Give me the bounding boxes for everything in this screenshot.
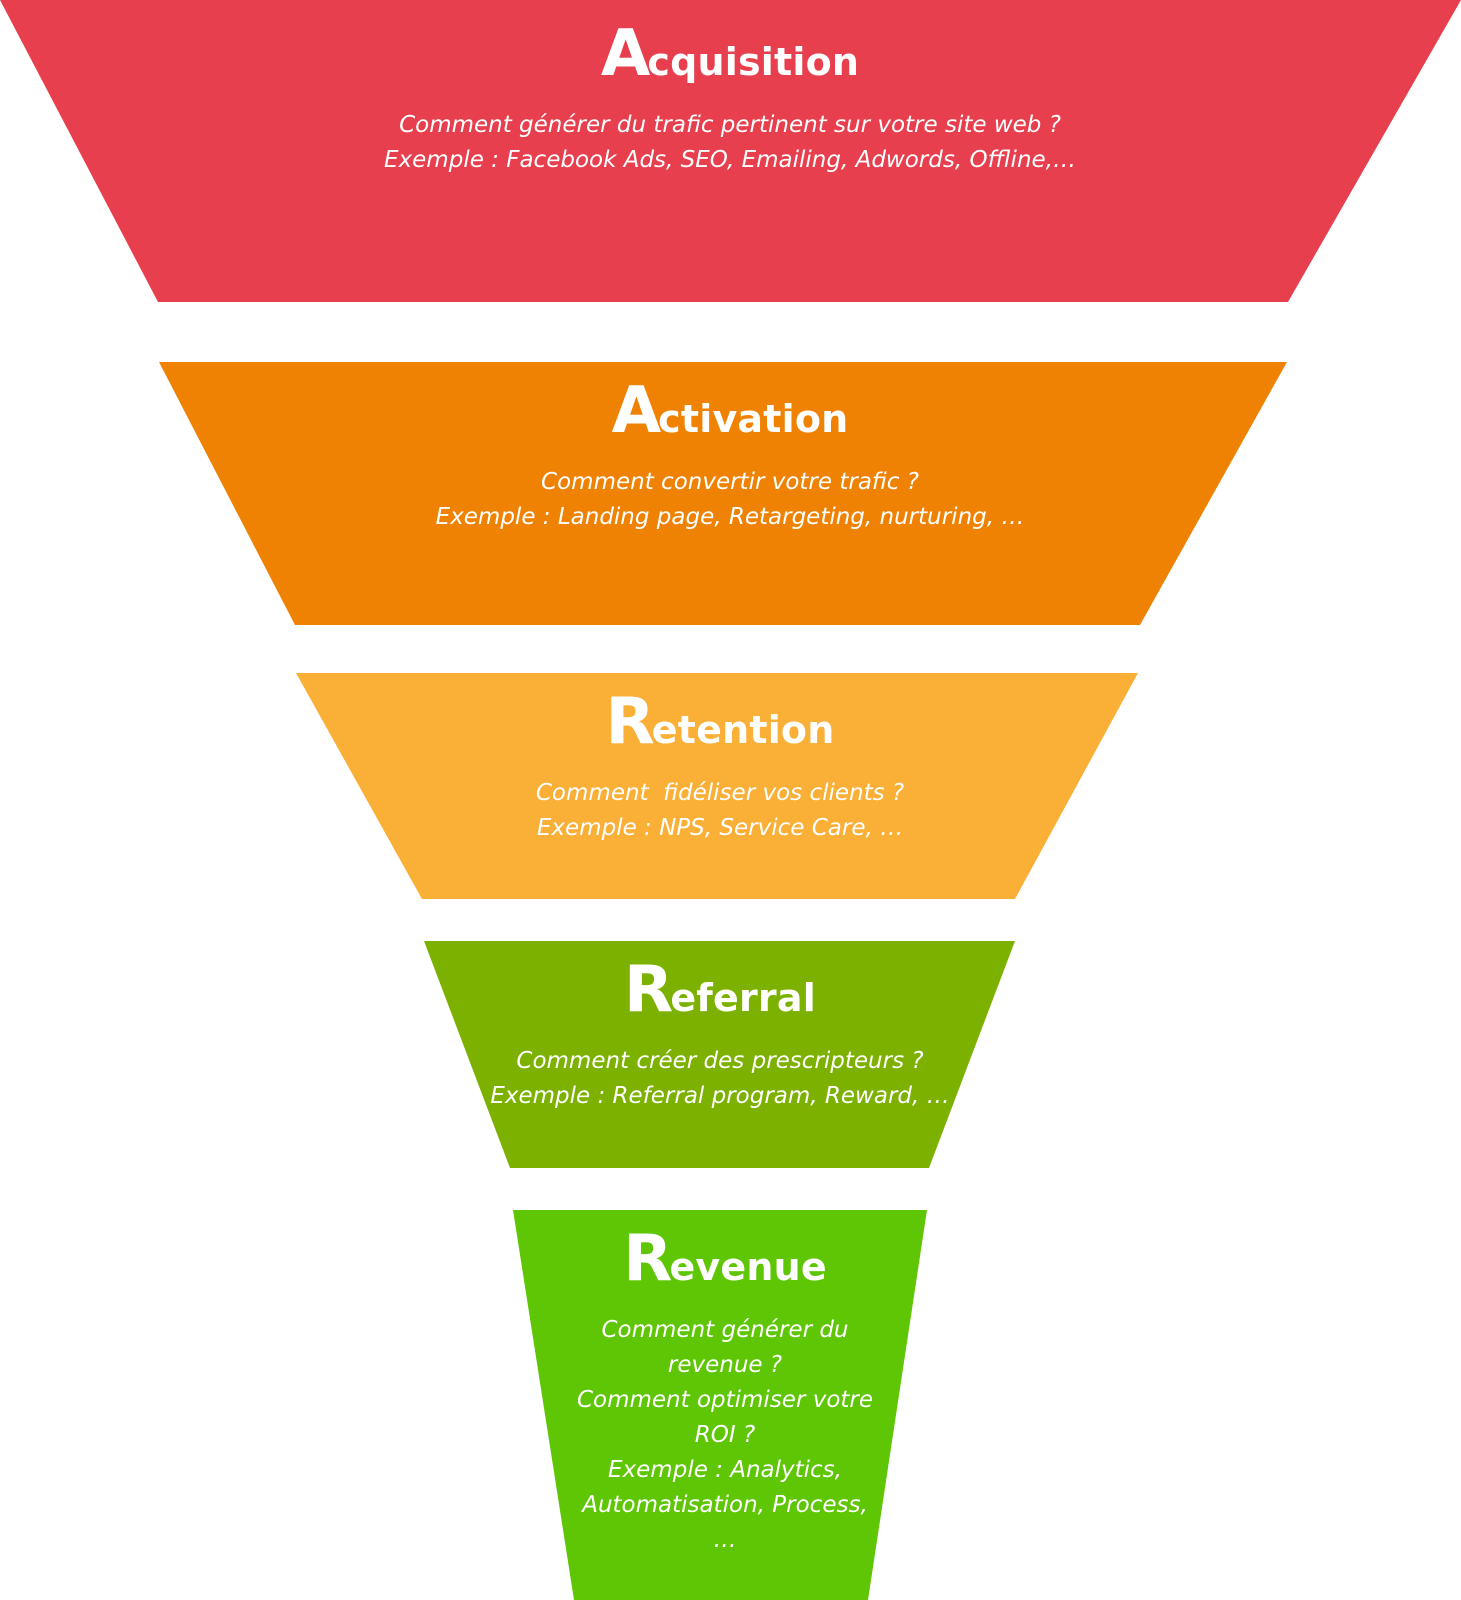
stage-retention-trapezoid <box>296 673 1138 899</box>
stage-referral-initial: R <box>624 953 673 1027</box>
stage-activation-description: Comment convertir votre trafic ? Exemple… <box>380 465 1080 535</box>
stage-revenue-line-7: … <box>713 1527 737 1553</box>
stage-activation-title-rest: ctivation <box>658 397 849 441</box>
stage-retention-text: Retention Comment fidéliser vos clients … <box>430 690 1010 846</box>
stage-acquisition-trapezoid <box>0 0 1461 302</box>
stage-retention-shape <box>296 673 1138 899</box>
stage-acquisition-initial: A <box>600 17 651 91</box>
stage-revenue-line-4: ROI ? <box>694 1422 756 1448</box>
stage-referral-description: Comment créer des prescripteurs ? Exempl… <box>470 1044 970 1114</box>
stage-acquisition-examples: Exemple : Facebook Ads, SEO, Emailing, A… <box>384 147 1076 173</box>
stage-activation-shape <box>159 362 1287 625</box>
stage-acquisition-shape <box>0 0 1461 302</box>
stage-revenue-shape <box>513 1210 927 1600</box>
stage-referral-title: Referral <box>470 958 970 1022</box>
stage-referral-examples: Exemple : Referral program, Reward, … <box>490 1083 950 1109</box>
stage-revenue-line-6: Automatisation, Process, <box>582 1492 868 1518</box>
stage-activation-examples: Exemple : Landing page, Retargeting, nur… <box>435 504 1025 530</box>
stage-acquisition-description: Comment générer du trafic pertinent sur … <box>280 108 1180 178</box>
stage-referral-question: Comment créer des prescripteurs ? <box>516 1048 924 1074</box>
stage-retention-title: Retention <box>430 690 1010 754</box>
stage-referral-shape <box>424 941 1015 1168</box>
stage-acquisition-question: Comment générer du trafic pertinent sur … <box>399 112 1061 138</box>
stage-acquisition-title: Acquisition <box>280 22 1180 86</box>
stage-retention: Retention Comment fidéliser vos clients … <box>0 673 1461 899</box>
stage-retention-description: Comment fidéliser vos clients ? Exemple … <box>430 776 1010 846</box>
stage-acquisition: Acquisition Comment générer du trafic pe… <box>0 0 1461 302</box>
stage-revenue-trapezoid <box>513 1210 927 1600</box>
stage-retention-title-rest: etention <box>651 708 835 752</box>
stage-revenue-line-3: Comment optimiser votre <box>576 1387 874 1413</box>
stage-revenue-line-2: revenue ? <box>667 1352 783 1378</box>
stage-activation: Activation Comment convertir votre trafi… <box>0 362 1461 625</box>
stage-revenue-title-rest: evenue <box>669 1245 827 1289</box>
stage-revenue-text: Revenue Comment générer du revenue ? Com… <box>560 1227 890 1558</box>
stage-activation-question: Comment convertir votre trafic ? <box>541 469 919 495</box>
stage-retention-examples: Exemple : NPS, Service Care, … <box>536 815 904 841</box>
stage-referral: Referral Comment créer des prescripteurs… <box>0 941 1461 1168</box>
stage-activation-title: Activation <box>380 379 1080 443</box>
stage-activation-initial: A <box>611 374 662 448</box>
stage-acquisition-title-rest: cquisition <box>647 40 860 84</box>
stage-revenue-initial: R <box>623 1222 672 1296</box>
stage-activation-trapezoid <box>159 362 1287 625</box>
stage-retention-question: Comment fidéliser vos clients ? <box>535 780 905 806</box>
stage-retention-initial: R <box>605 685 655 759</box>
stage-revenue-line-5: Exemple : Analytics, <box>608 1457 842 1483</box>
stage-referral-text: Referral Comment créer des prescripteurs… <box>470 958 970 1114</box>
stage-activation-text: Activation Comment convertir votre trafi… <box>380 379 1080 535</box>
stage-referral-trapezoid <box>424 941 1015 1168</box>
stage-revenue-title: Revenue <box>560 1227 890 1291</box>
stage-revenue: Revenue Comment générer du revenue ? Com… <box>0 1210 1461 1600</box>
stage-referral-title-rest: eferral <box>670 976 816 1020</box>
stage-acquisition-text: Acquisition Comment générer du trafic pe… <box>280 22 1180 178</box>
stage-revenue-description: Comment générer du revenue ? Comment opt… <box>560 1313 890 1558</box>
stage-revenue-line-1: Comment générer du <box>601 1317 849 1343</box>
